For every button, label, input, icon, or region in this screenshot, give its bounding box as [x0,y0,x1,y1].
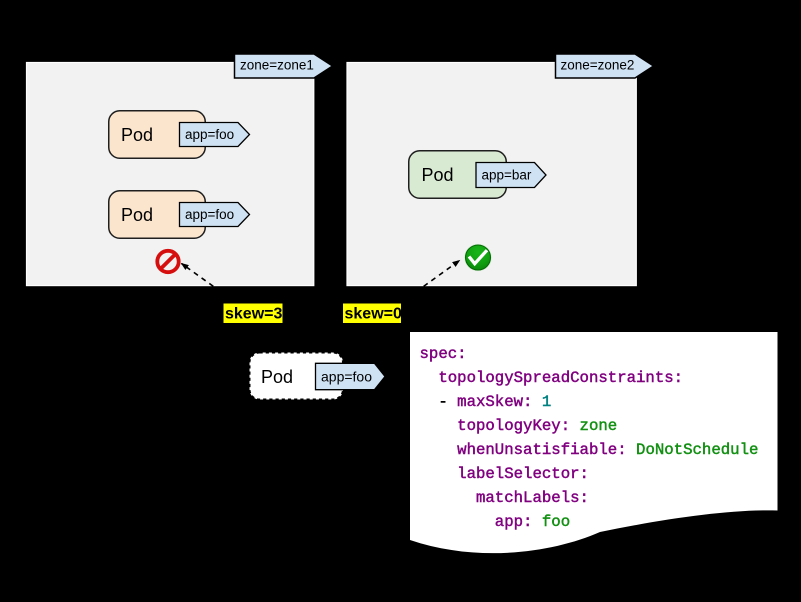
svg-text:topologySpreadConstraints:: topologySpreadConstraints: [420,369,684,387]
svg-text:Pod: Pod [121,205,153,225]
svg-text:matchLabels:: matchLabels: [420,489,589,507]
svg-text:skew=0: skew=0 [345,306,402,323]
svg-text:spec:: spec: [420,345,467,363]
svg-text:Pod: Pod [121,125,153,145]
svg-text:app=foo: app=foo [321,368,372,384]
svg-text:- maxSkew: 1: - maxSkew: 1 [420,393,552,411]
svg-text:Pod: Pod [261,367,293,387]
svg-text:app=foo: app=foo [185,207,234,222]
svg-text:whenUnsatisfiable: DoNotSchedu: whenUnsatisfiable: DoNotSchedule [420,441,759,459]
svg-text:app: foo: app: foo [420,513,571,531]
svg-text:app=bar: app=bar [482,168,532,183]
svg-text:skew=3: skew=3 [225,306,282,323]
svg-text:topologyKey: zone: topologyKey: zone [420,417,618,435]
svg-text:Pod: Pod [422,165,454,185]
svg-text:zone=zone2: zone=zone2 [561,58,635,73]
svg-text:app=foo: app=foo [185,127,234,142]
svg-text:labelSelector:: labelSelector: [420,465,589,483]
svg-text:zone=zone1: zone=zone1 [240,58,314,73]
